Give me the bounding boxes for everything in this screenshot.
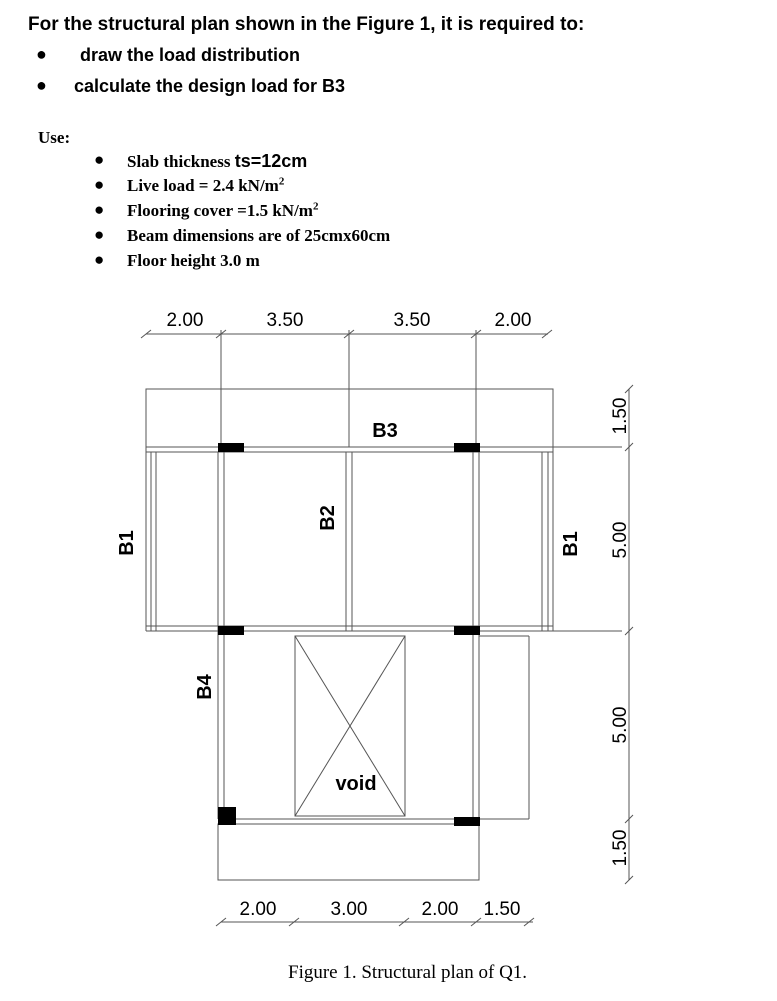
task-item-load-distribution: draw the load distribution	[80, 45, 300, 65]
column	[218, 443, 244, 452]
top-dim-3: 3.50	[394, 310, 431, 331]
beam-label-b1-left: B1	[116, 530, 138, 556]
columns	[218, 443, 480, 826]
column	[218, 807, 236, 825]
column	[454, 443, 480, 452]
use-item-live-load: Live load = 2.4 kN/m2	[127, 175, 285, 195]
right-dim-2: 5.00	[610, 522, 631, 559]
bullet-icon: ●	[94, 150, 105, 169]
task-title: For the structural plan shown in the Fig…	[28, 14, 585, 35]
use-item-flooring: Flooring cover =1.5 kN/m2	[127, 200, 319, 220]
beam-label-b3: B3	[372, 420, 398, 442]
use-item-floor-height: Floor height 3.0 m	[127, 251, 260, 270]
use-item-slab: Slab thickness ts=12cm	[127, 151, 308, 171]
bullet-icon: ●	[94, 175, 105, 194]
beam-label-b4: B4	[194, 673, 216, 699]
void-label: void	[335, 773, 376, 795]
dimension-ticks	[624, 384, 634, 885]
bottom-dim-4: 1.50	[484, 899, 521, 920]
right-dim-3: 5.00	[610, 707, 631, 744]
slab-thickness-value: ts=12cm	[234, 151, 308, 171]
dimension-ticks	[215, 917, 535, 927]
right-dim-4: 1.50	[610, 830, 631, 867]
column	[454, 817, 480, 826]
column	[454, 626, 480, 635]
bottom-dim-1: 2.00	[240, 899, 277, 920]
bottom-dim-3: 2.00	[422, 899, 459, 920]
top-dim-1: 2.00	[167, 310, 204, 331]
void-opening	[294, 635, 406, 817]
figure-caption: Figure 1. Structural plan of Q1.	[288, 962, 528, 983]
plan-lines	[140, 329, 634, 927]
bullet-icon: ●	[36, 75, 47, 95]
bottom-cantilever-slab	[217, 823, 480, 881]
beam-label-b2: B2	[317, 505, 339, 531]
top-dim-4: 2.00	[495, 310, 532, 331]
right-dim-1: 1.50	[610, 398, 631, 435]
use-item-beam-dims: Beam dimensions are of 25cmx60cm	[127, 226, 391, 245]
task-item-design-load: calculate the design load for B3	[74, 76, 346, 96]
bullet-icon: ●	[94, 225, 105, 244]
void-cross	[294, 635, 406, 817]
column	[218, 626, 244, 635]
bottom-dim-2: 3.00	[331, 899, 368, 920]
bullet-icon: ●	[94, 200, 105, 219]
top-dim-2: 3.50	[267, 310, 304, 331]
use-label: Use:	[38, 128, 71, 147]
bullet-icon: ●	[36, 44, 47, 64]
beam-label-b1-right: B1	[560, 531, 582, 557]
bullet-icon: ●	[94, 250, 105, 269]
